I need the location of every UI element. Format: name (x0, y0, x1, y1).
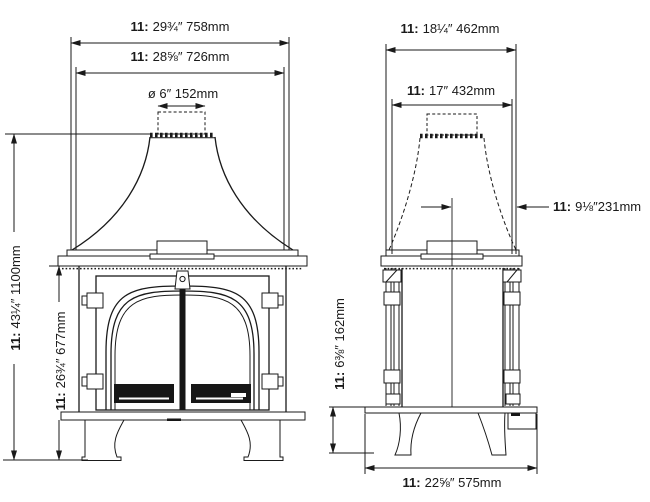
leg-front-left (81, 419, 125, 461)
dim-label-height-to-top-plate: 11:26¾″ 677mm (53, 312, 68, 411)
leg-front-right (240, 419, 284, 461)
dim-label-base-depth: 11:22⅝″ 575mm (403, 475, 502, 490)
door-mullion (179, 288, 186, 410)
dim-label-side-depth-inner: 11:17″ 432mm (407, 83, 495, 98)
side-canopy-rear-edge (483, 137, 517, 251)
hinge-block (503, 291, 521, 306)
hinge-block (383, 369, 401, 384)
hinge-block (385, 393, 401, 405)
dim-label-side-depth-outer: 11:18¼″ 462mm (401, 21, 500, 36)
side-view (364, 113, 538, 456)
hinge-knob (277, 376, 284, 387)
flue-collar (157, 111, 206, 135)
side-dimensions: 11:18¼″ 462mm 11:17″ 432mm 11:9⅛″231mm 1… (329, 21, 641, 490)
side-flue-collar (426, 113, 478, 136)
hinge-knob (81, 295, 88, 306)
canopy-left-edge (71, 136, 151, 251)
base-plate (60, 411, 306, 421)
hinge-diagonal (506, 269, 518, 283)
dim-label-leg-height: 11:6⅜″ 162mm (332, 298, 347, 390)
vent-left (114, 384, 174, 403)
side-front-edge-assembly (382, 268, 402, 406)
hinge (261, 373, 279, 390)
hinge-knob (81, 376, 88, 387)
front-view (57, 111, 308, 461)
dim-label-flue-centre-to-rear: 11:9⅛″231mm (553, 199, 641, 214)
rear-bracket-mark (511, 413, 520, 416)
side-leg-rear (477, 412, 507, 456)
canopy-right-edge (214, 136, 294, 251)
hinge-block (505, 393, 521, 405)
base-centre-notch (167, 418, 181, 421)
flue-spigot-box (156, 240, 208, 256)
side-leg-front (394, 412, 422, 456)
dim-label-front-width-outer: 11:29¾″ 758mm (131, 19, 230, 34)
hinge-block (383, 291, 401, 306)
dim-label-front-width-inner: 11:28⅝″ 726mm (131, 49, 230, 64)
brand-plate (231, 393, 246, 397)
side-canopy-front-edge (388, 137, 421, 251)
side-rear-edge-assembly (502, 268, 522, 406)
side-base-plate (364, 406, 538, 414)
rear-bracket (507, 412, 537, 430)
hinge (86, 292, 104, 309)
hinge-knob (277, 295, 284, 306)
hinge-block (503, 369, 521, 384)
flue-spigot-base (149, 253, 215, 260)
dim-label-flue-diameter: ø 6″ 152mm (148, 86, 218, 101)
hinge (261, 292, 279, 309)
hinge-diagonal (385, 269, 398, 283)
front-dimensions: 11:29¾″ 758mm 11:28⅝″ 726mm ø 6″ 152mm 1… (3, 19, 290, 461)
door-latch-pin (179, 275, 186, 283)
dim-label-height-overall: 11:43¼″ 1100mm (8, 245, 23, 350)
hinge (86, 373, 104, 390)
